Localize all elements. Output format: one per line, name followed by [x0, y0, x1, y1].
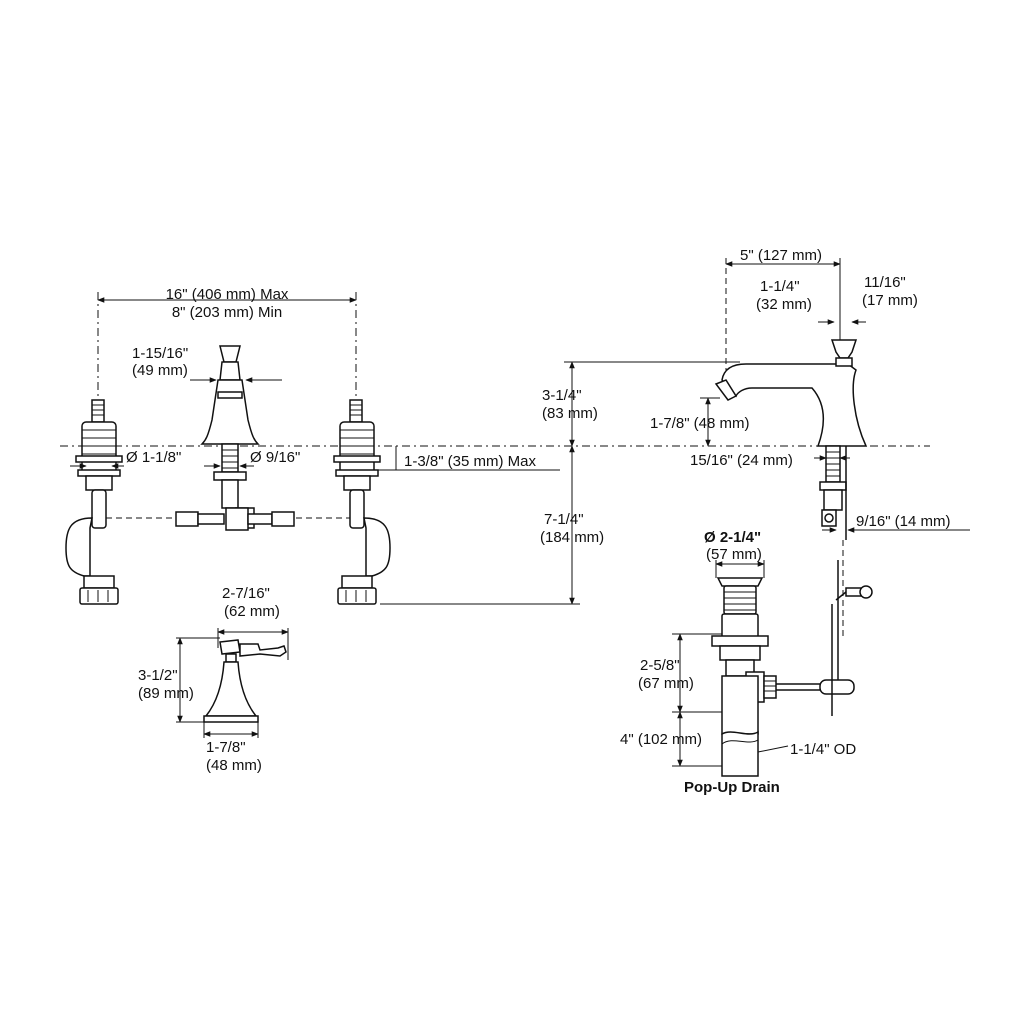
handle-width-mm-label: (62 mm): [224, 603, 280, 620]
handle-height-in-label: 3-1/2": [138, 667, 178, 684]
spread-max-label: 16" (406 mm) Max: [166, 286, 289, 303]
outlet-height-label: 1-7/8" (48 mm): [650, 415, 750, 432]
tee-connector: [175, 507, 295, 531]
handle-base-in-label: 1-7/8": [206, 739, 246, 756]
spout-height-in-label: 3-1/4": [542, 387, 582, 404]
spout-tip-mm-label: (32 mm): [756, 296, 812, 313]
spread-min-label: 8" (203 mm) Min: [172, 304, 282, 321]
spout-base-mm-label: (49 mm): [132, 362, 188, 379]
lift-rod-offset-label: 9/16" (14 mm): [856, 513, 951, 530]
pop-up-drain: Ø 2-1/4" (57 mm) 2-5/8" (67 mm) 4" (102 …: [620, 529, 873, 796]
spout-offset-label: 15/16" (24 mm): [690, 452, 793, 469]
deck-thickness-label: 1-3/8" (35 mm) Max: [404, 453, 537, 470]
handle-width-in-label: 2-7/16": [222, 585, 270, 602]
drain-dia-in-label: Ø 2-1/4": [704, 529, 761, 546]
spout-base-in-label: 1-15/16": [132, 345, 188, 362]
drain-title: Pop-Up Drain: [684, 779, 780, 796]
side-view: 5" (127 mm) 1-1/4" (32 mm) 11/16" (17 mm…: [650, 247, 970, 640]
tailpiece-label: 4" (102 mm): [620, 731, 702, 748]
knob-in-label: 11/16": [864, 274, 906, 291]
handle-height-mm-label: (89 mm): [138, 685, 194, 702]
handle-base-mm-label: (48 mm): [206, 757, 262, 774]
tailpiece-od-label: 1-1/4" OD: [790, 741, 856, 758]
center-spout: [200, 345, 260, 529]
right-valve: [333, 399, 391, 605]
knob-mm-label: (17 mm): [862, 292, 918, 309]
left-valve: [65, 399, 123, 605]
reach-label: 5" (127 mm): [740, 247, 822, 264]
handle-detail: 2-7/16" (62 mm) 3-1/2" (89 mm) 1-7/8" (4…: [138, 585, 289, 774]
drain-body-mm-label: (67 mm): [638, 675, 694, 692]
shank-dia-label: Ø 9/16": [250, 449, 300, 466]
below-deck-in-label: 7-1/4": [544, 511, 584, 528]
od-leader: [757, 745, 789, 753]
spout-height-mm-label: (83 mm): [542, 405, 598, 422]
drain-dia-mm-label: (57 mm): [706, 546, 762, 563]
front-view: 16" (406 mm) Max 8" (203 mm) Min 1-15/16…: [60, 286, 930, 605]
hole-dia-label: Ø 1-1/8": [126, 449, 181, 466]
spout-tip-in-label: 1-1/4": [760, 278, 800, 295]
drain-body-in-label: 2-5/8": [640, 657, 680, 674]
below-deck-mm-label: (184 mm): [540, 529, 604, 546]
